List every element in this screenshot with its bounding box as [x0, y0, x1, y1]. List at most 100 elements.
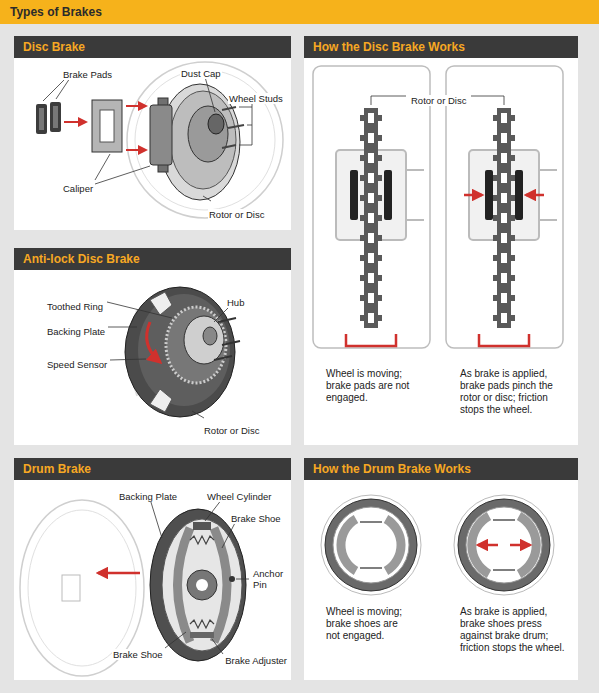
part-label: Anchor Pin [252, 568, 288, 590]
label-slot: Brake Shoe [230, 508, 282, 526]
leader-line [107, 302, 172, 318]
leader-line [471, 96, 504, 105]
part-label: Brake Shoe [230, 513, 282, 524]
label-slot: Anchor Pin [252, 568, 288, 592]
part-label: Backing Plate [46, 326, 106, 337]
disc-brake-drawing [126, 149, 146, 151]
panel: Anti-lock Disc BrakeToothed RingHubBacki… [14, 248, 291, 445]
leader-line [203, 196, 211, 201]
label-slot: Brake Adjuster [224, 650, 288, 668]
part-label: Rotor or Disc [208, 209, 265, 220]
panel: Disc BrakeBrake PadsDust CapWheel StudsC… [14, 36, 291, 230]
drum-idle-drawing [321, 495, 421, 595]
caliper-outline [406, 169, 424, 171]
leader-line [150, 499, 162, 538]
drum-applied-drawing [510, 544, 530, 547]
label-slot: Dust Cap [180, 63, 222, 81]
disc-brake-drawing [222, 107, 244, 148]
drum-idle-drawing [386, 519, 401, 571]
disc-brake-drawing [36, 62, 283, 218]
leader-line [95, 166, 150, 184]
heading-slot: How the Drum Brake Works [304, 458, 578, 480]
disc-brake-drawing [135, 70, 275, 210]
caption-text: Wheel is moving; brake pads are not enga… [326, 368, 410, 404]
leader-line [192, 411, 204, 418]
label-slot: Rotor or Disc [410, 90, 467, 108]
panel-heading: Disc Brake [14, 36, 291, 58]
panel-ground [14, 248, 291, 445]
leader-line [252, 102, 253, 145]
caption-text: As brake is applied, brake shoes press a… [460, 606, 568, 654]
panel-ground [14, 36, 578, 680]
anti-lock-drawing [203, 327, 217, 345]
drum-brake-drawing [190, 632, 214, 638]
disc-brake-drawing [126, 105, 146, 107]
heading-slot: Anti-lock Disc Brake [14, 248, 291, 270]
anti-lock-drawing [214, 318, 240, 360]
disc-brake-drawing [150, 105, 172, 165]
leader-line [239, 145, 252, 146]
anti-lock-drawing [125, 287, 240, 417]
drum-applied-drawing [458, 499, 550, 591]
anti-lock-drawing [222, 341, 240, 345]
leader-line [371, 96, 504, 105]
caption-text: Wheel is moving; brake shoes are not eng… [326, 606, 410, 642]
caption-slot: Wheel is moving; brake pads are not enga… [326, 368, 410, 404]
drum-applied-drawing [466, 507, 542, 583]
anti-lock-drawing [218, 318, 236, 322]
disc-brake-drawing [222, 107, 236, 110]
disc-operation-frame [446, 66, 563, 348]
leader-line [239, 107, 252, 108]
panel-ground [304, 458, 578, 680]
drum-applied-drawing [478, 544, 498, 547]
leader-line [56, 78, 70, 99]
drum-brake-drawing [62, 575, 80, 601]
page-title: Types of Brakes [0, 0, 599, 24]
disc-brake-drawing [100, 110, 114, 142]
drum-idle-drawing [325, 499, 417, 591]
part-label: Backing Plate [118, 491, 178, 502]
drum-applied-drawing [478, 544, 530, 547]
label-slot: Rotor or Disc [203, 420, 260, 438]
panel-heading: How the Drum Brake Works [304, 458, 578, 480]
label-slot: Speed Sensor [46, 354, 108, 372]
part-label: Wheel Studs [228, 93, 284, 104]
drum-applied-drawing [493, 519, 515, 521]
drum-applied-drawing [493, 569, 515, 571]
leader-line [108, 327, 137, 328]
label-slot: Brake Shoe [112, 644, 164, 662]
caption-slot: As brake is applied, brake pads pinch th… [460, 368, 568, 416]
disc-brake-drawing [39, 108, 44, 130]
caption-slot: As brake is applied, brake shoes press a… [460, 606, 568, 654]
leader-line [205, 77, 215, 112]
disc-brake-drawing [53, 106, 58, 128]
drum-brake-drawing [20, 500, 246, 676]
drum-brake-drawing [196, 579, 208, 591]
leader-line [165, 632, 186, 648]
brake-pad [350, 170, 358, 220]
drum-brake-drawing [162, 519, 242, 651]
anti-lock-drawing [150, 292, 172, 315]
anti-lock-drawing [166, 307, 226, 383]
rotor-side-view [346, 334, 396, 346]
heading-slot: Disc Brake [14, 36, 291, 58]
caption-text: As brake is applied, brake pads pinch th… [460, 368, 568, 416]
leader-line [107, 302, 231, 418]
brake-pad [350, 170, 523, 220]
leader-line [247, 125, 252, 126]
heading-slot: Drum Brake [14, 458, 291, 480]
brake-pad [515, 170, 523, 220]
disc-brake-drawing [208, 114, 224, 134]
caption-slot: Wheel is moving; brake shoes are not eng… [326, 606, 410, 642]
drum-idle-drawing [360, 521, 382, 523]
part-label: Brake Pads [62, 69, 113, 80]
panel-ground [304, 36, 578, 445]
disc-brake-drawing [228, 125, 244, 128]
panel: Drum BrakeBacking PlateWheel CylinderBra… [14, 458, 291, 680]
label-slot: Toothed Ring [46, 296, 104, 314]
part-label: Toothed Ring [46, 301, 104, 312]
force-arrow [526, 194, 544, 197]
leader-line [236, 579, 249, 580]
